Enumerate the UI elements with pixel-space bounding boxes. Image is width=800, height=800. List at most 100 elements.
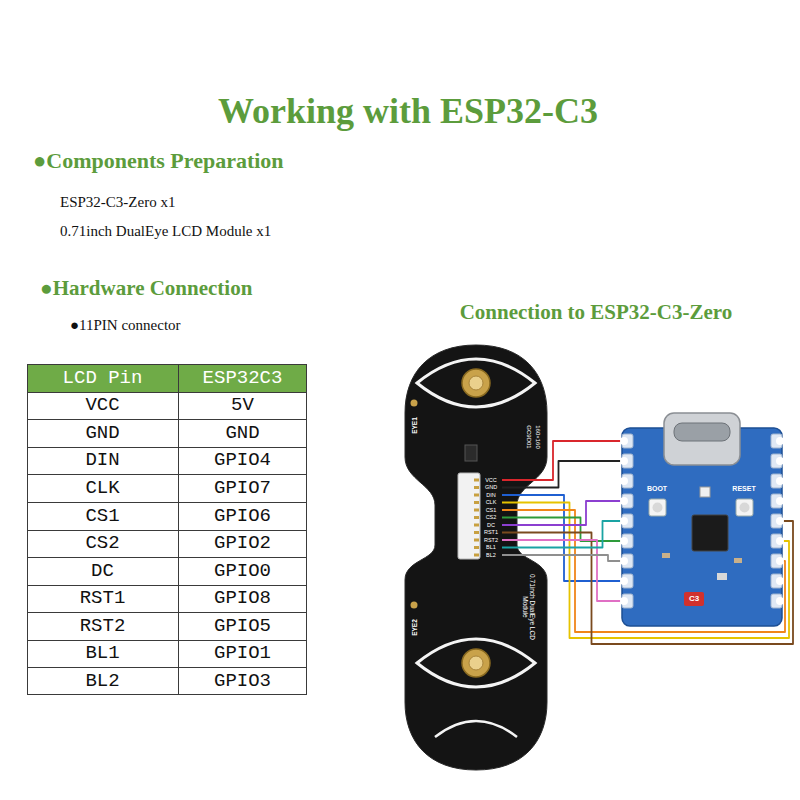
mounting-hole-center [469,376,483,390]
mounting-hole [462,649,490,677]
pin-hole [620,537,628,545]
jumper-wire [547,461,622,488]
table-row-line [27,585,307,586]
table-cell: GPIO3 [214,670,271,693]
label-holder: ●Hardware Connection [40,276,360,301]
table-cell: GPIO4 [214,449,271,472]
esp32-chip [692,515,728,551]
silk-text: 160×160 [535,425,542,449]
wire-stub [502,517,547,519]
table-cell: DIN [85,449,119,472]
text-holder: 160×160 [534,417,542,457]
pin-hole [776,537,784,545]
label-holder: DIN [28,448,177,473]
text-holder: CS2 [482,514,501,521]
pin-label: CS2 [486,514,497,520]
table-cell: RST2 [80,615,126,638]
table-cell: BL1 [85,642,119,665]
chip-badge-text: C3 [689,594,699,603]
label-holder: ●11PIN connector [70,316,330,334]
button-cap [653,503,663,513]
connector-contact [474,501,479,504]
wire-stub [502,502,547,504]
label-holder: 0.71inch DualEye LCD Module x1 [60,222,380,240]
table-row-line [27,557,307,558]
table-cell: GPIO1 [214,642,271,665]
table-cell: VCC [85,394,119,417]
board-arc [435,721,517,737]
label-holder: Connection to ESP32-C3-Zero [436,300,756,325]
table-row-line [27,530,307,531]
text-holder: GND [482,484,501,491]
label-holder: LCD Pin [28,365,177,391]
eye-icon [411,602,418,609]
table-row-line [27,474,307,475]
table-row-line [27,419,307,420]
pin-hole [620,497,628,505]
lcd-module-drawing [405,345,547,770]
wire-stub [502,479,547,481]
label-holder: CLK [28,475,177,501]
pin-hole [620,437,628,445]
text-holder: RST1 [482,529,501,536]
silk-text: GC9D01 [526,425,533,448]
mounting-hole-center [469,656,483,670]
eye-label: EYE2 [410,619,417,636]
button-cap [740,503,750,513]
connector-note: ●11PIN connector [70,316,181,334]
table-cell: GPIO7 [214,477,271,500]
pin-hole [776,557,784,565]
label-holder: 5V [179,393,306,418]
usb-c-connector [664,413,740,465]
table-cell: GPIO5 [214,615,271,638]
pin-hole [620,517,628,525]
title-holder: Working with ESP32-C3 [108,90,708,133]
table-row-line [27,667,307,668]
connector-contact [474,531,479,534]
page-title: Working with ESP32-C3 [218,90,598,133]
jumper-wire [547,495,622,581]
table-border [28,365,307,695]
label-holder: GPIO2 [179,531,306,556]
smd-part [717,573,727,580]
pin-hole [776,457,784,465]
wire-stub [502,554,547,556]
text-holder: EYE2 [410,612,419,642]
pin-label: BL2 [486,552,496,558]
label-holder: GPIO5 [179,613,306,639]
text-holder: DC [482,522,501,529]
label-holder: CS1 [28,503,177,529]
connector-contact [474,486,479,489]
pin-hole [620,557,628,565]
connector-contact [474,479,479,482]
button-label: BOOT [647,485,667,493]
pin-label: CLK [486,499,497,505]
eye-label: EYE1 [410,417,417,434]
text-holder: EYE1 [410,410,419,440]
eye-outline [417,639,535,687]
connector-contact [474,516,479,519]
label-holder: GPIO1 [179,641,306,666]
table-cell: GPIO6 [214,505,271,528]
table-cell: 5V [231,394,254,417]
table-cell: GND [85,422,119,445]
table-cell: GPIO2 [214,532,271,555]
label-holder: BL2 [28,668,177,694]
label-holder: CS2 [28,531,177,556]
jumper-wire [547,521,622,548]
connector-contact [474,546,479,549]
pin-label: DC [487,522,495,528]
label-holder: ESP32-C3-Zero x1 [60,193,380,211]
text-holder: BOOT [640,484,674,494]
table-header-fill [27,364,307,392]
pin-label: RST1 [484,529,498,535]
esp32-c3-zero-board: BOOTRESETC3 [622,413,782,626]
label-holder: ●Components Preparation [33,148,373,174]
pin-hole [776,517,784,525]
pin-hole [620,477,628,485]
text-holder: GC9D01 [525,417,533,457]
pin-hole [776,497,784,505]
pin-hole [776,437,784,445]
text-holder: CLK [482,499,501,506]
section-heading: ●Components Preparation [33,148,284,174]
